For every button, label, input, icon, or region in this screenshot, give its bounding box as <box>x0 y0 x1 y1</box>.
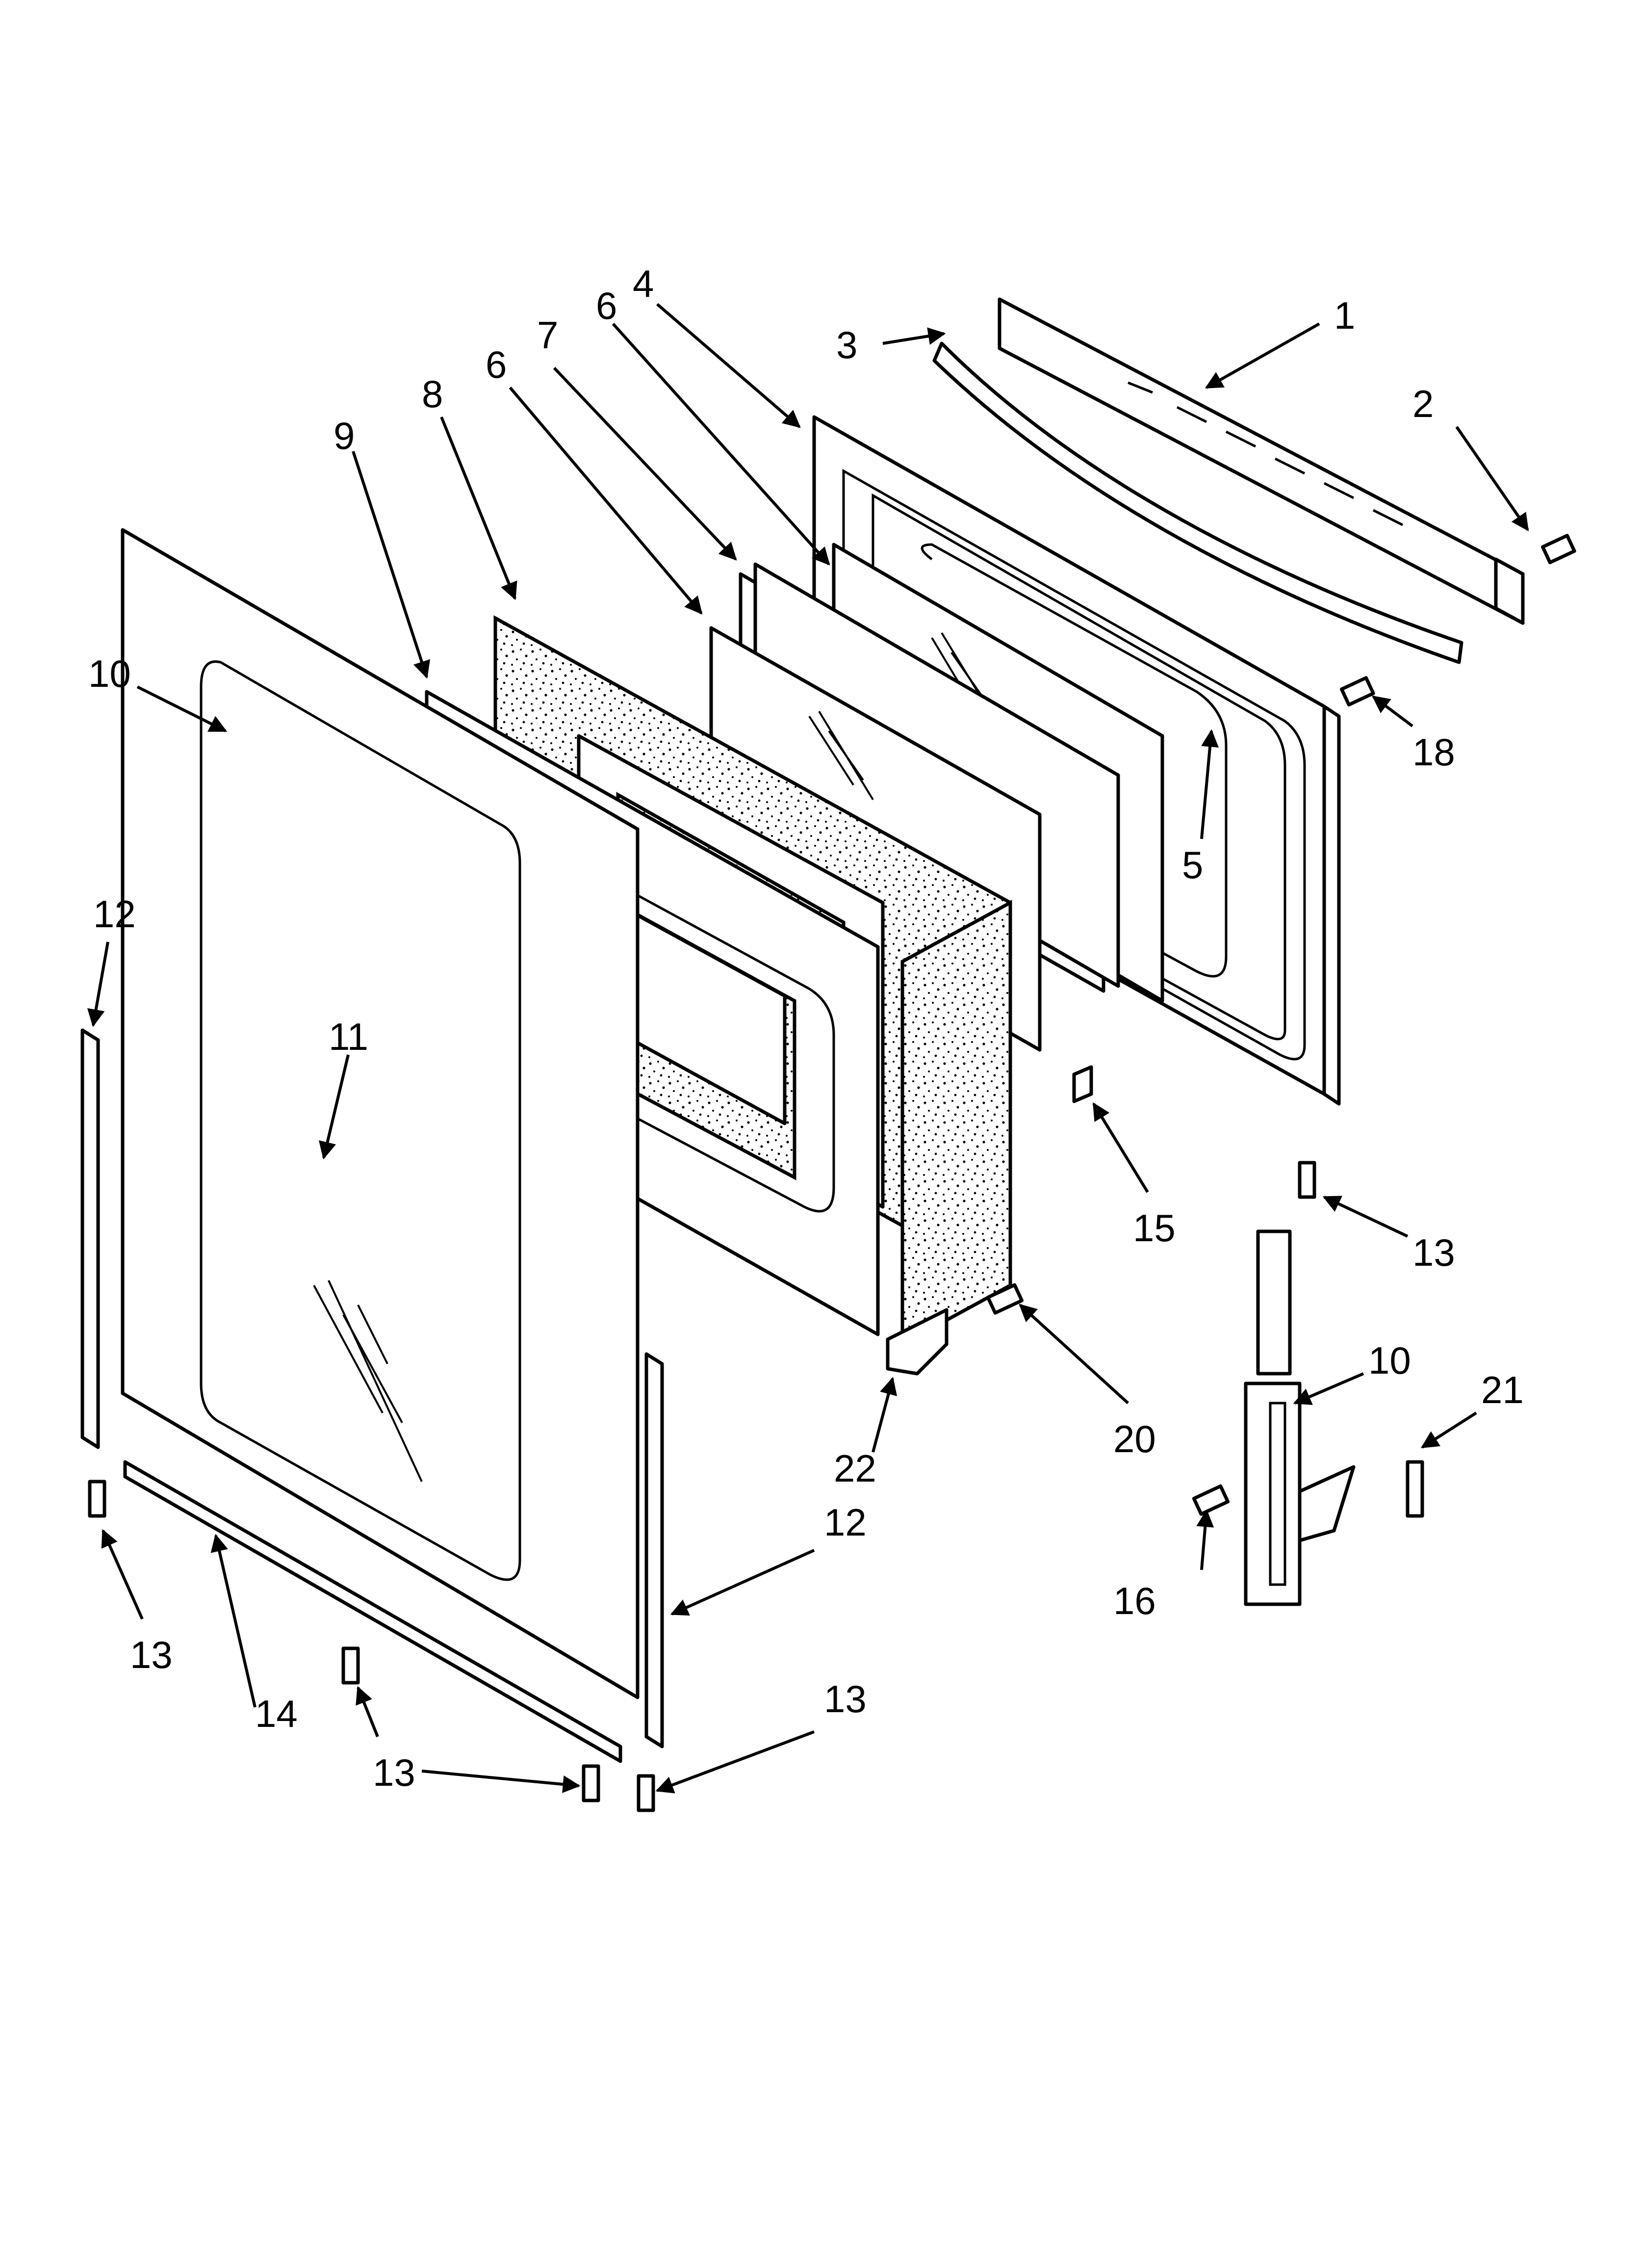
leader-lines <box>87 303 1529 1794</box>
part-3-door-handle <box>932 341 1463 664</box>
part-13-screw-c <box>341 1646 360 1685</box>
part-15-clip <box>1072 1065 1093 1103</box>
callout-12-left: 12 <box>93 892 136 936</box>
callout-12-right: 12 <box>824 1501 867 1544</box>
part-22-bracket <box>886 1308 949 1376</box>
part-1-vent-trim <box>998 297 1525 625</box>
callout-1: 1 <box>1334 294 1355 337</box>
callout-2: 2 <box>1412 382 1434 425</box>
callout-7: 7 <box>537 313 558 357</box>
part-13-screw-a <box>1298 1161 1316 1199</box>
callout-6-rear: 6 <box>596 284 617 327</box>
part-5-door-gasket <box>921 543 1228 978</box>
part-13-screw-e <box>637 1774 655 1812</box>
callout-20: 20 <box>1113 1417 1156 1460</box>
callout-13-right-top: 13 <box>1412 1231 1455 1274</box>
part-10-hinge-right <box>1244 1229 1356 1606</box>
callout-6-front: 6 <box>486 343 507 386</box>
part-12-side-trim-right <box>644 1352 664 1748</box>
callout-4: 4 <box>633 262 654 305</box>
callout-10-right: 10 <box>1368 1339 1411 1382</box>
callout-18: 18 <box>1412 730 1455 774</box>
part-20-screw <box>986 1283 1024 1315</box>
part-11-outer-door-panel <box>121 528 640 1699</box>
callout-11: 11 <box>329 1015 368 1058</box>
part-13-screw-b <box>88 1480 106 1518</box>
callout-16: 16 <box>1113 1579 1156 1622</box>
callout-21: 21 <box>1481 1368 1524 1411</box>
callout-5: 5 <box>1182 843 1203 886</box>
part-2-screw <box>1541 534 1576 565</box>
callout-8: 8 <box>422 372 443 416</box>
callout-9: 9 <box>334 414 355 457</box>
callout-3: 3 <box>836 323 857 366</box>
callout-10-left: 10 <box>88 652 131 695</box>
part-13-screw-d <box>582 1764 600 1802</box>
part-16-screw <box>1192 1484 1230 1516</box>
part-14-bottom-trim <box>123 1460 622 1763</box>
part-12-side-trim-left <box>80 1028 100 1449</box>
part-18-screw <box>1340 676 1375 707</box>
callout-13-bottom-mid: 13 <box>373 1751 415 1794</box>
callout-13-left: 13 <box>130 1633 173 1676</box>
callout-15: 15 <box>1133 1206 1176 1250</box>
callout-14: 14 <box>255 1692 298 1735</box>
part-21-tab <box>1406 1460 1424 1518</box>
callout-22: 22 <box>834 1447 876 1490</box>
callout-13-bottom-right: 13 <box>824 1677 867 1721</box>
